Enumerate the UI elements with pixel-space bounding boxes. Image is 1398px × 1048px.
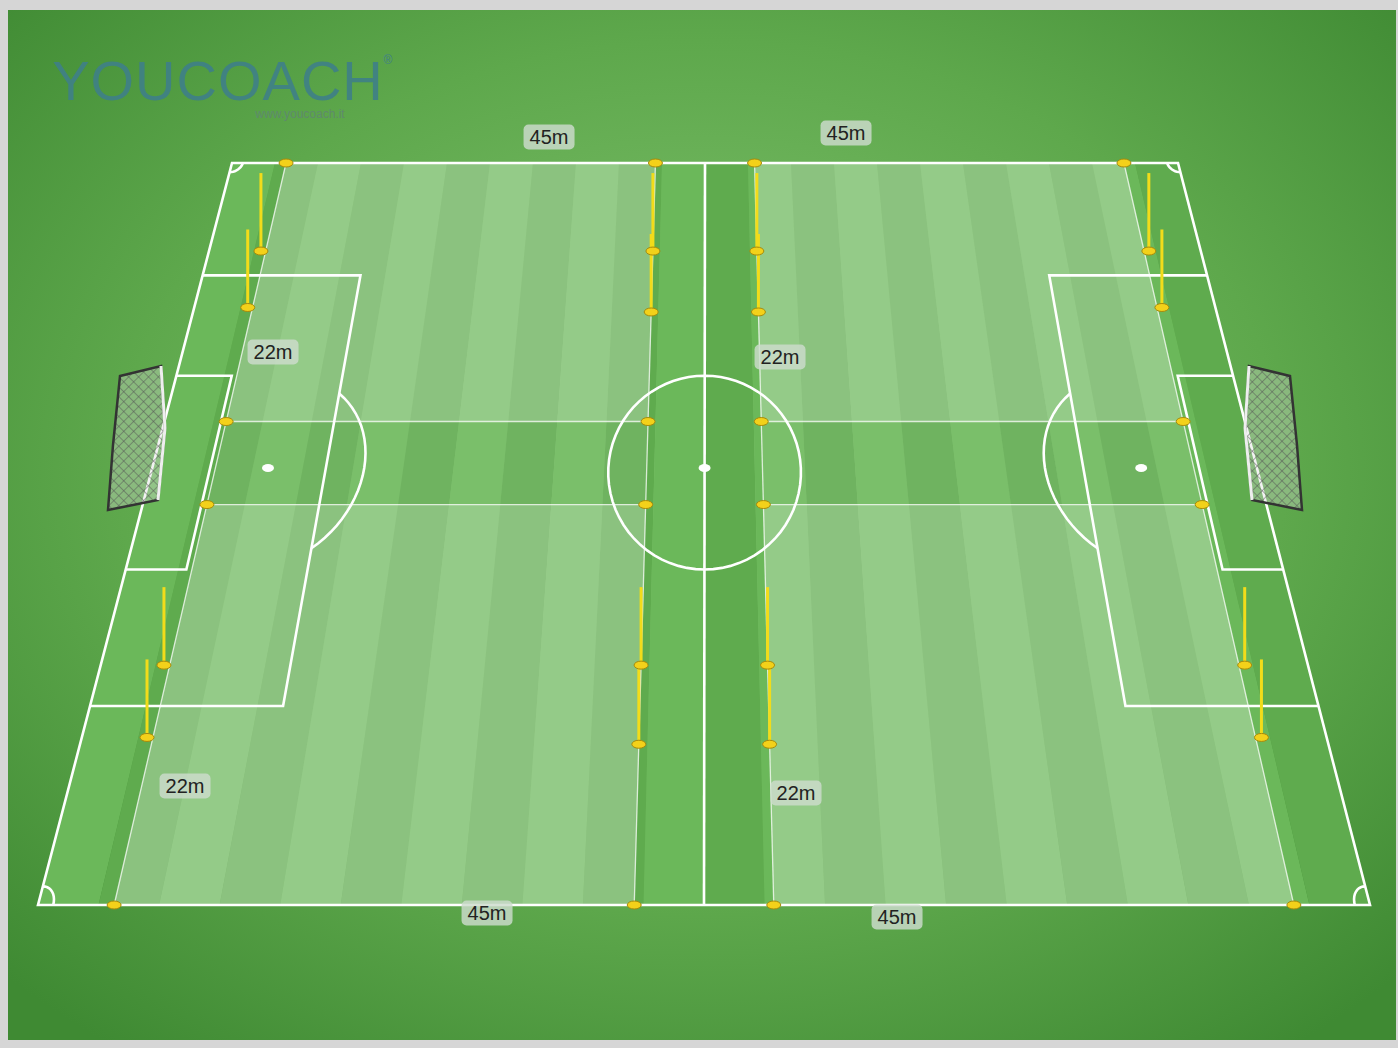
- dimension-label: 45m: [524, 125, 575, 150]
- marker-cone: [200, 501, 214, 509]
- pitch-line: [761, 421, 1183, 422]
- pitch-spot: [1135, 464, 1147, 472]
- drill-zone: [207, 422, 648, 505]
- marker-cone: [107, 901, 121, 909]
- drill-zone: [755, 163, 1184, 422]
- pitch-line: [114, 163, 286, 905]
- training-pole: [1243, 587, 1246, 665]
- goal-net: [1245, 366, 1302, 510]
- pitch-line: [1049, 275, 1318, 706]
- pitch-line: [1354, 886, 1365, 905]
- marker-cone: [648, 159, 662, 167]
- goal: [108, 366, 165, 510]
- marker-cone: [756, 501, 770, 509]
- marker-cone: [241, 303, 255, 311]
- marker-cone: [751, 308, 765, 316]
- training-pole: [1260, 659, 1263, 737]
- marker-cone: [1155, 303, 1169, 311]
- pitch-line: [1167, 163, 1180, 172]
- pitch-line: [230, 163, 243, 172]
- dimension-label: 45m: [821, 121, 872, 146]
- pitch-line: [38, 163, 1370, 905]
- training-pole: [1160, 229, 1163, 307]
- pitch-line: [311, 394, 365, 549]
- marker-cone: [1176, 418, 1190, 426]
- dimension-label: 22m: [755, 345, 806, 370]
- dimension-label: 22m: [771, 781, 822, 806]
- training-pole: [637, 666, 640, 744]
- marker-cone: [641, 418, 655, 426]
- marker-cone: [254, 247, 268, 255]
- pitch-line: [704, 163, 705, 905]
- dimension-label: 22m: [248, 340, 299, 365]
- pitch-spot: [262, 464, 274, 472]
- marker-cone: [1238, 661, 1252, 669]
- marker-cone: [1254, 733, 1268, 741]
- drill-zone: [761, 422, 1202, 505]
- goal-post: [158, 366, 165, 500]
- marker-cone: [646, 247, 660, 255]
- marker-cone: [219, 418, 233, 426]
- drill-zone: [226, 163, 655, 422]
- marker-cone: [644, 308, 658, 316]
- pitch-line: [1124, 163, 1294, 905]
- training-pole: [757, 234, 760, 312]
- marker-cone: [140, 733, 154, 741]
- marker-cone: [748, 159, 762, 167]
- marker-cone: [767, 901, 781, 909]
- grass-ground: [8, 10, 1396, 1040]
- marker-cone: [627, 901, 641, 909]
- training-pole: [766, 587, 769, 665]
- training-pole: [650, 234, 653, 312]
- training-pole: [259, 173, 262, 251]
- marker-cone: [1195, 501, 1209, 509]
- marker-cone: [632, 740, 646, 748]
- training-pole: [246, 229, 249, 307]
- pitch-line: [207, 504, 646, 505]
- pitch-line: [634, 163, 655, 905]
- pitch-line: [90, 275, 360, 706]
- pitch-spot: [699, 464, 711, 472]
- marker-cone: [1142, 247, 1156, 255]
- marker-cone: [1287, 901, 1301, 909]
- marker-cone: [750, 247, 764, 255]
- pitch-line: [1044, 394, 1098, 549]
- marker-cone: [634, 661, 648, 669]
- pitch-line: [608, 376, 801, 570]
- goal: [1245, 366, 1302, 510]
- training-pole: [1147, 173, 1150, 251]
- training-pole: [162, 587, 165, 665]
- pitch-line: [763, 504, 1202, 505]
- dimension-label: 22m: [160, 774, 211, 799]
- marker-cone: [639, 501, 653, 509]
- marker-cone: [279, 159, 293, 167]
- goal-net: [108, 366, 165, 510]
- training-pole: [146, 659, 149, 737]
- training-pole: [768, 666, 771, 744]
- watermark-url: www.youcoach.it: [255, 107, 344, 121]
- dimension-label: 45m: [462, 901, 513, 926]
- pitch-line: [226, 421, 648, 422]
- training-pole: [640, 587, 643, 665]
- dimension-label: 45m: [872, 905, 923, 930]
- marker-cone: [761, 661, 775, 669]
- grass-stripe: [643, 163, 705, 905]
- marker-cone: [157, 661, 171, 669]
- watermark-logo: YOUCOACH: [52, 48, 384, 113]
- goal-post: [1245, 366, 1252, 500]
- marker-cone: [754, 418, 768, 426]
- pitch-line: [43, 886, 54, 905]
- watermark-mark: ®: [384, 53, 393, 67]
- marker-cone: [763, 740, 777, 748]
- marker-cone: [1117, 159, 1131, 167]
